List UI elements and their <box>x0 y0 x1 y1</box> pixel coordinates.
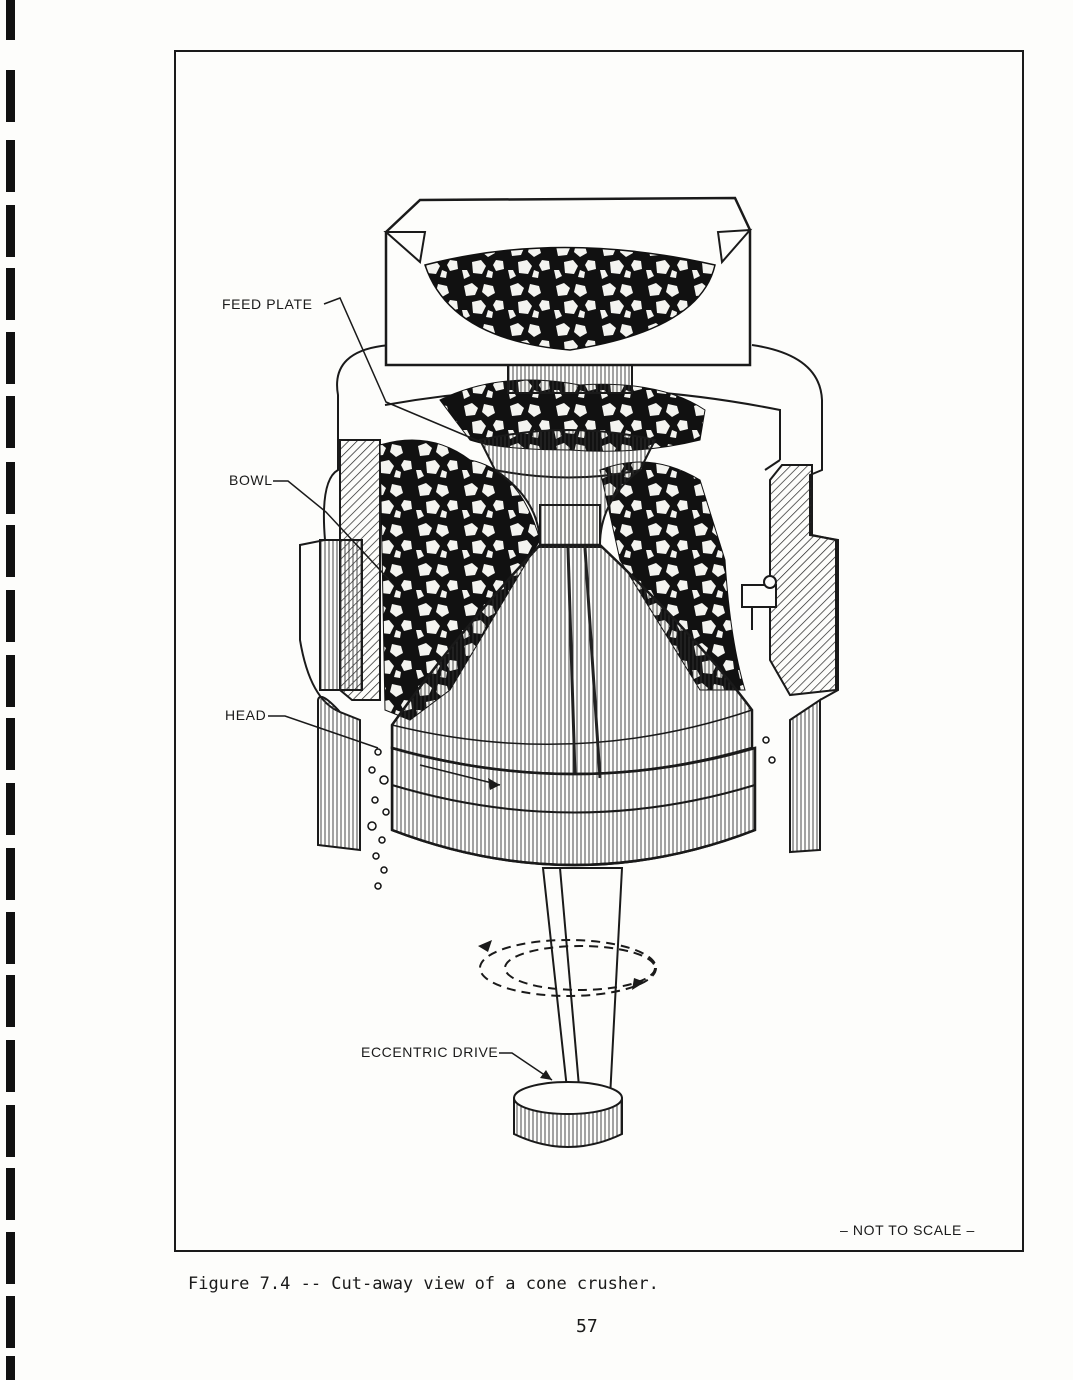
scale-note: – NOT TO SCALE – <box>840 1222 975 1238</box>
binding-mark <box>6 0 15 40</box>
binding-strip <box>0 0 20 1380</box>
binding-mark <box>6 332 15 384</box>
binding-mark <box>6 912 15 964</box>
page-number: 57 <box>576 1316 598 1337</box>
feed-hopper <box>383 196 753 394</box>
figure-caption: Figure 7.4 -- Cut-away view of a cone cr… <box>188 1274 659 1294</box>
leader-lines <box>268 297 553 1081</box>
binding-mark <box>6 655 15 707</box>
label-eccentric-drive: ECCENTRIC DRIVE <box>361 1044 499 1060</box>
binding-mark <box>6 590 15 642</box>
binding-mark <box>6 205 15 257</box>
discharged-rocks <box>367 736 776 890</box>
binding-mark <box>6 1040 15 1092</box>
eccentric-motion-path <box>479 939 657 997</box>
label-feed-plate: FEED PLATE <box>222 296 313 312</box>
binding-mark <box>6 70 15 122</box>
binding-mark <box>6 783 15 835</box>
binding-mark <box>6 1356 15 1380</box>
binding-mark <box>6 1168 15 1220</box>
binding-mark <box>6 140 15 192</box>
crushing-head <box>390 543 757 867</box>
adjustment-fitting <box>741 575 777 630</box>
binding-mark <box>6 1232 15 1284</box>
binding-mark <box>6 975 15 1027</box>
binding-mark <box>6 1105 15 1157</box>
binding-mark <box>6 1296 15 1348</box>
main-shaft <box>541 867 624 1099</box>
binding-mark <box>6 848 15 900</box>
figure-frame <box>174 50 1024 1252</box>
binding-mark <box>6 718 15 770</box>
binding-mark <box>6 525 15 577</box>
label-head: HEAD <box>225 707 267 723</box>
binding-mark <box>6 268 15 320</box>
lower-housing <box>317 696 821 854</box>
feed-plate <box>478 429 657 548</box>
label-bowl: BOWL <box>229 472 273 488</box>
eccentric-drive <box>513 1081 623 1148</box>
binding-mark <box>6 396 15 448</box>
binding-mark <box>6 462 15 514</box>
